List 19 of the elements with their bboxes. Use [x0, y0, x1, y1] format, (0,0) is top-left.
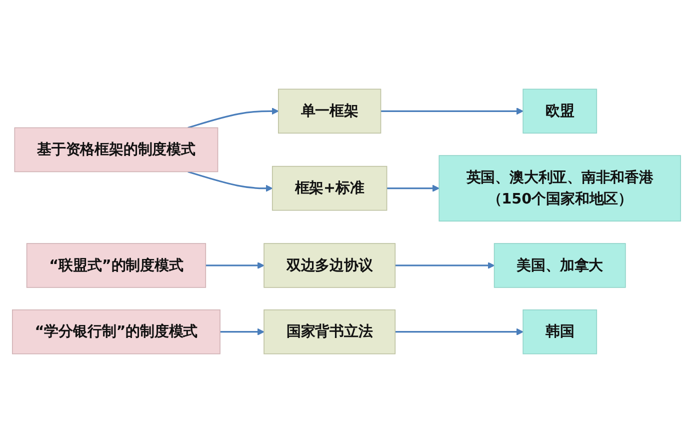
- node-box: “学分银行制”的制度模式: [12, 309, 220, 354]
- arrow: [206, 262, 264, 269]
- arrow: [395, 262, 495, 269]
- node-box: 单一框架: [278, 88, 382, 134]
- arrow: [220, 328, 264, 336]
- node-box: 欧盟: [522, 88, 598, 134]
- arrow: [380, 108, 524, 115]
- node-box: 美国、加拿大: [494, 243, 626, 288]
- node-box: 国家背书立法: [264, 309, 396, 354]
- arrow: [188, 170, 273, 192]
- arrow: [188, 108, 279, 129]
- node-box: 双边多边协议: [264, 243, 396, 288]
- node-box: 框架+标准: [272, 166, 388, 211]
- node-box: 基于资格框架的制度模式: [14, 127, 218, 172]
- arrow: [386, 184, 440, 192]
- node-box: 英国、澳大利亚、南非和香港（150个国家和地区）: [438, 155, 681, 222]
- node-box: “联盟式”的制度模式: [26, 243, 206, 288]
- node-box: 韩国: [522, 309, 598, 354]
- arrow: [395, 328, 524, 336]
